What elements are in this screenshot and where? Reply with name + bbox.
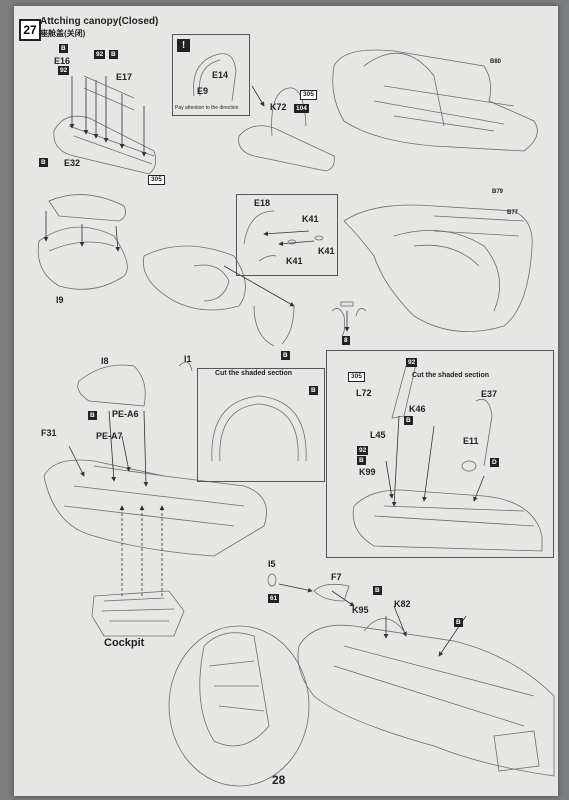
label-pe-a6: PE-A6 — [112, 409, 139, 419]
k41-detail-box — [236, 194, 338, 276]
tag-b-1: B — [59, 44, 68, 53]
canopy-assembly-middle-drawing — [142, 245, 295, 347]
label-f31: F31 — [41, 428, 57, 438]
label-b80: B80 — [490, 59, 502, 65]
label-e32: E32 — [64, 158, 81, 168]
fuselage-middle-right-drawing — [343, 204, 533, 332]
label-cockpit: Cockpit — [104, 637, 145, 649]
tag-b-3: B — [39, 158, 48, 167]
label-k41-2: K41 — [286, 256, 303, 266]
canopy-glass-drawing — [37, 194, 128, 290]
cut-detail-box-left — [197, 368, 325, 482]
tag-8: 8 — [342, 336, 350, 345]
step-subtitle: 座舱盖(关闭) — [40, 29, 86, 38]
label-k46: K46 — [409, 404, 426, 414]
canopy-frame-drawing — [53, 75, 157, 175]
fuselage-top-right-drawing — [332, 49, 538, 152]
label-i9: I9 — [56, 295, 64, 305]
tag-92-1: 92 — [58, 66, 70, 75]
label-e11: E11 — [463, 436, 479, 446]
label-k95: K95 — [352, 605, 369, 615]
tag-305-1: 305 — [148, 175, 165, 185]
tag-b-7: B — [357, 456, 366, 465]
label-e9: E9 — [197, 86, 209, 96]
tag-104: 104 — [294, 104, 309, 113]
tag-b-10: B — [454, 618, 463, 627]
tag-92-4: 92 — [357, 446, 369, 455]
tag-305-2: 305 — [300, 90, 317, 100]
e14-e9-part-drawing — [193, 53, 237, 102]
direction-notice-box: ! Pay attention to the direction — [172, 34, 250, 116]
cockpit-closeup-drawing — [168, 625, 310, 787]
tag-92-2: 92 — [94, 50, 106, 59]
label-e17: E17 — [116, 72, 133, 82]
label-l45: L45 — [370, 430, 386, 440]
label-b79: B79 — [492, 189, 504, 195]
label-e18: E18 — [254, 198, 271, 208]
label-e14: E14 — [212, 70, 229, 80]
label-b77: B77 — [507, 210, 519, 216]
k41-detail-drawing — [243, 210, 324, 262]
label-k72: K72 — [270, 102, 287, 112]
label-e37: E37 — [481, 389, 498, 399]
warning-icon: ! — [177, 39, 190, 52]
tag-b-4: B — [281, 351, 290, 360]
label-i5: I5 — [268, 559, 276, 569]
cut-instruction-left: Cut the shaded section — [215, 370, 293, 377]
label-e16: E16 — [54, 56, 71, 66]
tag-61: 61 — [268, 594, 280, 603]
label-k41-1: K41 — [302, 214, 319, 224]
tag-b-8: B — [404, 416, 413, 425]
fuselage-lower-right-drawing — [297, 590, 555, 777]
cockpit-tub-drawing — [91, 590, 185, 637]
tag-b-5: B — [309, 386, 318, 395]
tag-d: D — [490, 458, 499, 467]
label-i8: I8 — [101, 356, 109, 366]
canopy-i8-drawing — [77, 361, 193, 407]
tag-92-3: 92 — [406, 358, 418, 367]
label-k82: K82 — [394, 599, 411, 609]
tag-b-2: B — [109, 50, 118, 59]
label-k41-3: K41 — [318, 246, 335, 256]
instruction-page: 27 Attching canopy(Closed) 座舱盖(关闭) ! Pay… — [14, 6, 558, 796]
tag-b-6: B — [88, 411, 97, 420]
label-pe-a7: PE-A7 — [96, 431, 123, 441]
cut-detail-box-right — [326, 350, 554, 558]
page-number: 28 — [272, 773, 286, 787]
cut-instruction-right: Cut the shaded section — [412, 372, 490, 379]
step-title: Attching canopy(Closed) — [40, 16, 159, 27]
notice-text: Pay attention to the direction — [175, 105, 239, 111]
step-number-badge: 27 — [19, 19, 41, 41]
tag-305-3: 305 — [348, 372, 365, 382]
fuselage-lower-left-drawing — [43, 410, 267, 596]
tag-b-9: B — [373, 586, 382, 595]
label-i1: I1 — [184, 354, 192, 364]
cut-detail-arch-drawing — [211, 395, 307, 462]
f7-part-drawing — [267, 573, 350, 602]
label-k99: K99 — [359, 467, 376, 477]
label-l72: L72 — [356, 388, 372, 398]
label-f7: F7 — [331, 572, 342, 582]
part-8-drawing — [331, 301, 367, 337]
rear-frame-drawing — [238, 85, 335, 172]
